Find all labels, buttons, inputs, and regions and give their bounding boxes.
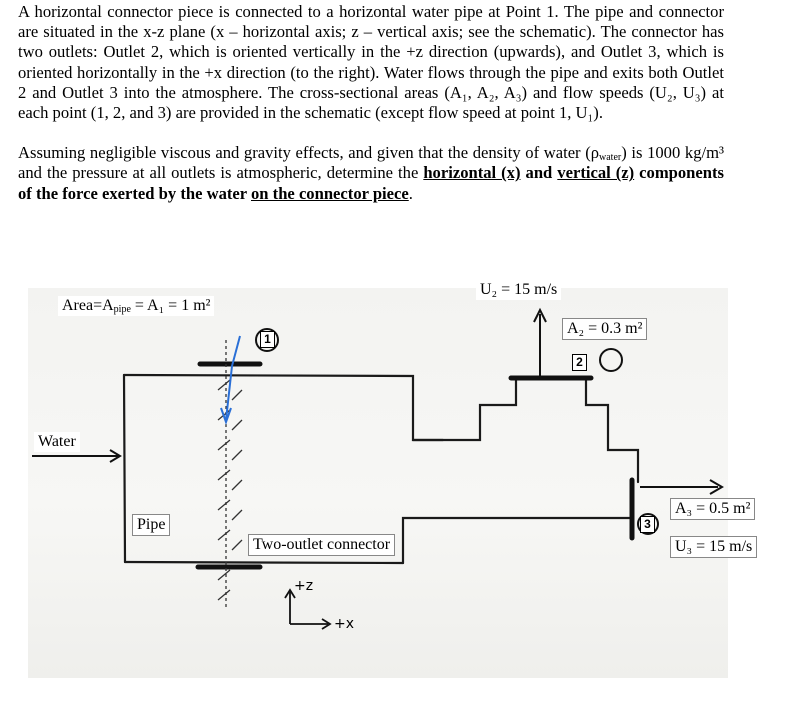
z-axis-head	[284, 588, 296, 599]
inlet-wall	[122, 373, 127, 564]
problem-statement: A horizontal connector piece is connecte…	[18, 2, 724, 204]
a3-label: A₃ = 0.5 m²	[670, 498, 756, 520]
p2-end: .	[408, 183, 413, 203]
water-label: Water	[34, 432, 80, 452]
outlet2-right	[584, 376, 640, 484]
on-connector-text: on the connector piece	[251, 183, 409, 203]
rho-subscript: water	[599, 152, 622, 164]
p2-text-b: ) is 1000 kg/m³ and the pressure at all …	[18, 143, 724, 183]
p2-and-text: and	[520, 163, 558, 183]
point-2-marker: 2	[572, 354, 587, 371]
p2-force-text: components of the force exerted by the w…	[18, 163, 724, 203]
connector-sketch	[32, 307, 724, 630]
u3-arrow-head	[709, 479, 724, 495]
point-3-marker: 3	[640, 516, 655, 533]
problem-paragraph-1: A horizontal connector piece is connecte…	[18, 2, 724, 123]
step-to-outlet2	[411, 376, 518, 442]
pipe-label: Pipe	[132, 514, 171, 536]
point2-circle	[599, 348, 623, 372]
sketch-photo	[28, 288, 728, 678]
bottom-wall	[123, 560, 405, 565]
schematic-figure: Area=Apipe = A₁ = 1 m² U₂ = 15 m/s A₂ = …	[28, 280, 758, 682]
axis-z-label: +z	[294, 578, 314, 594]
area-pointer-line	[225, 335, 241, 421]
axes-symbol	[284, 588, 332, 630]
problem-paragraph-2: Assuming negligible viscous and gravity …	[18, 143, 724, 204]
vertical-z-text: vertical (z)	[557, 163, 635, 183]
p2-text-a: Assuming negligible viscous and gravity …	[18, 143, 600, 163]
inflow-arrow-head	[109, 449, 122, 463]
horizontal-x-text: horizontal (x)	[423, 163, 521, 183]
point1-circle	[255, 328, 279, 352]
area-pointer-arrow	[220, 407, 232, 425]
x-axis-head	[321, 618, 332, 630]
u3-label: U₃ = 15 m/s	[670, 536, 758, 558]
outlet3-bottom	[401, 516, 633, 565]
u2-label: U₂ = 15 m/s	[476, 280, 562, 300]
point3-circle	[637, 513, 659, 535]
top-wall	[122, 373, 445, 442]
area-pipe-label: Area=Apipe = A₁ = 1 m²	[58, 296, 215, 316]
area-label-post: = A₁ = 1 m²	[130, 297, 211, 314]
area-label-sub: pipe	[113, 304, 131, 315]
point-1-marker: 1	[260, 331, 275, 348]
area-label-pre: Area=A	[62, 297, 114, 314]
u2-arrow-head	[533, 307, 547, 323]
connector-label: Two-outlet connector	[248, 534, 396, 556]
a2-label: A₂ = 0.3 m²	[562, 318, 648, 340]
axis-x-label: +x	[334, 616, 355, 632]
